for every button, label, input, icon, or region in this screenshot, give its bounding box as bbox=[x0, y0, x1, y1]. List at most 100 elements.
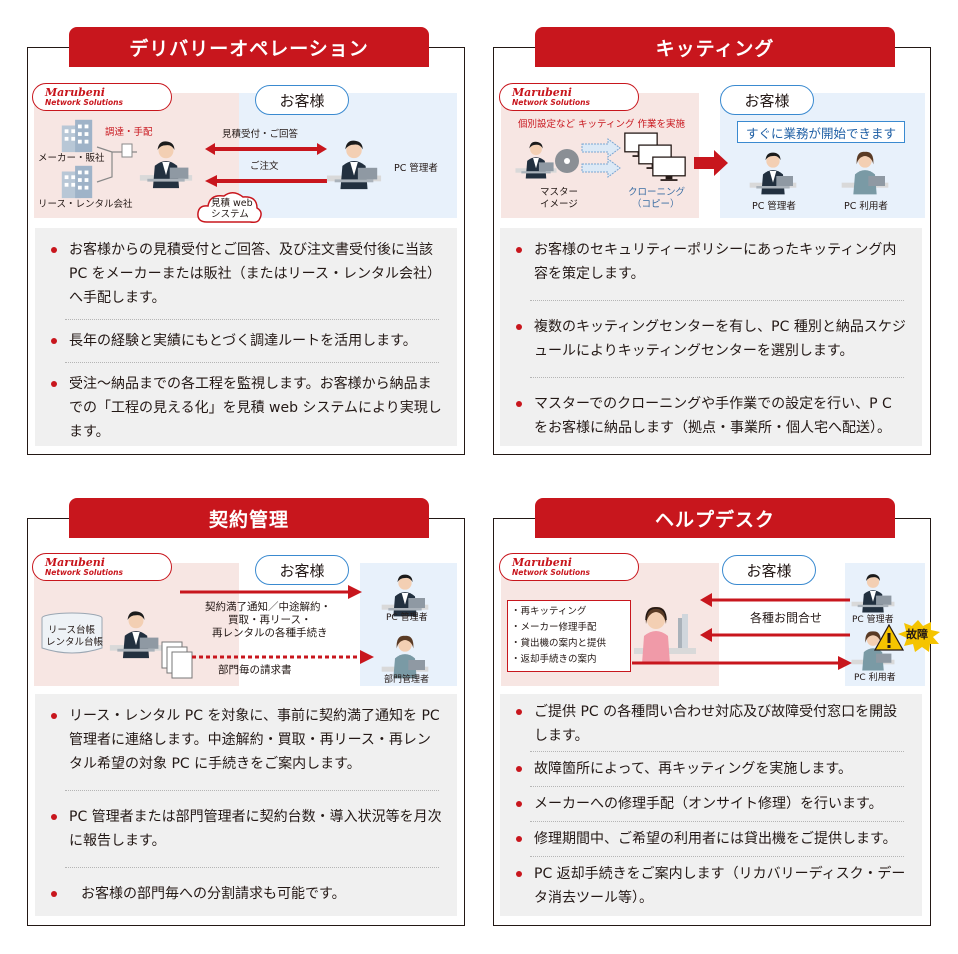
quote-arrow bbox=[205, 143, 327, 155]
procure-connector bbox=[96, 143, 137, 183]
helpdesk-customer-pill: お客様 bbox=[722, 555, 816, 585]
admin-person-icon bbox=[850, 568, 896, 614]
clone-label-1: クローニング bbox=[628, 187, 686, 198]
invoice-label: 部門毎の請求書 bbox=[218, 664, 292, 676]
order-arrow-label: ご注文 bbox=[250, 161, 279, 172]
contract-text-box: リース・レンタル PC を対象に、事前に契約満了通知を PC 管理者に連絡します… bbox=[35, 694, 457, 916]
logo-line1: Marubeni bbox=[45, 555, 105, 569]
divider bbox=[65, 362, 439, 363]
logo-line2: Network Solutions bbox=[512, 567, 590, 577]
delivery-bullet-list: お客様からの見積受付とご回答、及び注文書受付後に当該 PC をメーカーまたは販社… bbox=[43, 238, 443, 310]
delivery-title: デリバリーオペレーション bbox=[69, 27, 429, 67]
helpdesk-bullet-2: 故障箇所によって、再キッティングを実施します。 bbox=[508, 757, 908, 781]
master-label-1: マスター bbox=[540, 187, 579, 198]
notice-label-3: 再レンタルの各種手続き bbox=[212, 627, 328, 639]
kitting-title: キッティング bbox=[535, 27, 895, 67]
web-label-1: 見積 web bbox=[211, 198, 253, 209]
master-person-icon bbox=[514, 136, 558, 180]
ledger-label-2: レンタル台帳 bbox=[46, 637, 104, 648]
inquiry-arrow-middle bbox=[700, 628, 850, 642]
notice-label-2: 買取・再リース・ bbox=[228, 614, 312, 626]
admin-person-icon bbox=[325, 133, 383, 191]
helpdesk-blue-zone bbox=[845, 563, 925, 686]
cloud-icon bbox=[197, 192, 262, 223]
kitting-bullet-1: お客様のセキュリティーポリシーにあったキッティング内容を策定します。 bbox=[508, 238, 908, 286]
document-stack-icon bbox=[161, 641, 193, 679]
ready-box: すぐに業務が開始できます bbox=[737, 121, 905, 143]
divider bbox=[530, 821, 904, 822]
inquiry-arrow-top bbox=[700, 593, 850, 607]
building-icon bbox=[58, 162, 96, 200]
delivery-customer-pill: お客様 bbox=[255, 85, 349, 115]
master-label-2: イメージ bbox=[540, 199, 578, 210]
invoice-arrow bbox=[192, 650, 374, 664]
helpdesk-bullet-3: メーカーへの修理手配（オンサイト修理）を行います。 bbox=[508, 792, 908, 816]
clone-label-2: （コピー） bbox=[632, 199, 680, 210]
notice-arrow bbox=[180, 585, 362, 599]
delivery-text-box: お客様からの見積受付とご回答、及び注文書受付後に当該 PC をメーカーまたは販社… bbox=[35, 228, 457, 446]
kitting-text-box: お客様のセキュリティーポリシーにあったキッティング内容を策定します。 複数のキッ… bbox=[500, 228, 922, 446]
disc-icon bbox=[555, 149, 579, 173]
logo-line2: Network Solutions bbox=[512, 97, 590, 107]
contract-bullet-1: リース・レンタル PC を対象に、事前に契約満了通知を PC 管理者に連絡します… bbox=[43, 704, 443, 776]
maker-label: メーカー・販社 bbox=[38, 153, 105, 164]
delivery-bullet-2: 長年の経験と実績にもとづく調達ルートを活用します。 bbox=[43, 329, 443, 353]
web-label-2: システム bbox=[211, 209, 249, 220]
contract-bullet-3: お客様の部門毎への分割請求も可能です。 bbox=[43, 882, 443, 906]
divider bbox=[65, 319, 439, 320]
delivery-bullet-3: 受注～納品までの各工程を監視します。お客様から納品までの「工程の見える化」を見積… bbox=[43, 372, 443, 444]
contract-admin-label: PC 管理者 bbox=[386, 613, 428, 623]
staff-person-icon bbox=[138, 134, 194, 190]
helpdesk-text-box: ご提供 PC の各種問い合わせ対応及び故障受付窓口を開設します。 故障箇所によっ… bbox=[500, 694, 922, 916]
delivery-admin-label: PC 管理者 bbox=[394, 163, 438, 174]
divider bbox=[530, 856, 904, 857]
notice-label-1: 契約満了通知／中途解約・ bbox=[205, 601, 331, 613]
response-arrow bbox=[632, 656, 852, 670]
helpdesk-title: ヘルプデスク bbox=[535, 498, 895, 538]
helpdesk-bullet-4: 修理期間中、ご希望の利用者には貸出機をご提供します。 bbox=[508, 827, 908, 851]
helpdesk-logo: Marubeni Network Solutions bbox=[499, 553, 639, 581]
building-icon bbox=[58, 116, 96, 154]
kitting-bullet-3: マスターでのクローニングや手作業での設定を行い、P C をお客様に納品します（拠… bbox=[508, 392, 908, 440]
service-list-item: ・メーカー修理手配 bbox=[511, 622, 597, 633]
monitor-icon bbox=[652, 156, 686, 182]
logo-line1: Marubeni bbox=[512, 85, 572, 99]
admin-person-icon bbox=[380, 568, 430, 618]
delivery-bullet-1: お客様からの見積受付とご回答、及び注文書受付後に当該 PC をメーカーまたは販社… bbox=[43, 238, 443, 310]
contract-title: 契約管理 bbox=[69, 498, 429, 538]
logo-line1: Marubeni bbox=[512, 555, 572, 569]
kitting-bullet-2: 複数のキッティングセンターを有し、PC 種別と納品スケジュールによりキッティング… bbox=[508, 315, 908, 363]
helpdesk-user-label: PC 利用者 bbox=[854, 673, 896, 683]
lease-label: リース・レンタル会社 bbox=[38, 199, 133, 210]
fault-burst-icon bbox=[898, 620, 940, 652]
delivery-logo: Marubeni Network Solutions bbox=[32, 83, 172, 111]
service-list-item: ・貸出機の案内と提供 bbox=[511, 638, 607, 649]
service-list-item: ・再キッティング bbox=[511, 606, 587, 617]
divider bbox=[530, 377, 904, 378]
ledger-icon bbox=[41, 612, 103, 654]
user-person-icon bbox=[840, 146, 890, 196]
quote-arrow-label: 見積受付・ご回答 bbox=[222, 129, 299, 140]
staff-person-icon bbox=[108, 604, 164, 660]
contract-customer-pill: お客様 bbox=[255, 555, 349, 585]
divider bbox=[530, 751, 904, 752]
clone-arrows bbox=[581, 138, 621, 178]
deliver-arrow bbox=[694, 150, 728, 176]
service-list-item: ・返却手続きの案内 bbox=[511, 654, 597, 665]
operator-headset-icon bbox=[634, 606, 696, 664]
admin-person-icon bbox=[748, 146, 798, 196]
inquiry-label: 各種お問合せ bbox=[750, 611, 823, 625]
helpdesk-bullet-1: ご提供 PC の各種問い合わせ対応及び故障受付窓口を開設します。 bbox=[508, 700, 908, 748]
fault-label: 故障 bbox=[906, 628, 928, 641]
divider bbox=[530, 300, 904, 301]
kitting-logo: Marubeni Network Solutions bbox=[499, 83, 639, 111]
divider bbox=[65, 790, 439, 791]
setting-label: 個別設定など キッティング 作業を実施 bbox=[518, 119, 685, 130]
service-list-box: ・再キッティング ・メーカー修理手配 ・貸出機の案内と提供 ・返却手続きの案内 bbox=[507, 600, 631, 672]
kitting-admin-label: PC 管理者 bbox=[752, 201, 796, 212]
helpdesk-admin-label: PC 管理者 bbox=[852, 615, 894, 625]
logo-line2: Network Solutions bbox=[45, 567, 123, 577]
contract-bullet-2: PC 管理者または部門管理者に契約台数・導入状況等を月次に報告します。 bbox=[43, 805, 443, 853]
logo-line2: Network Solutions bbox=[45, 97, 123, 107]
divider bbox=[530, 786, 904, 787]
